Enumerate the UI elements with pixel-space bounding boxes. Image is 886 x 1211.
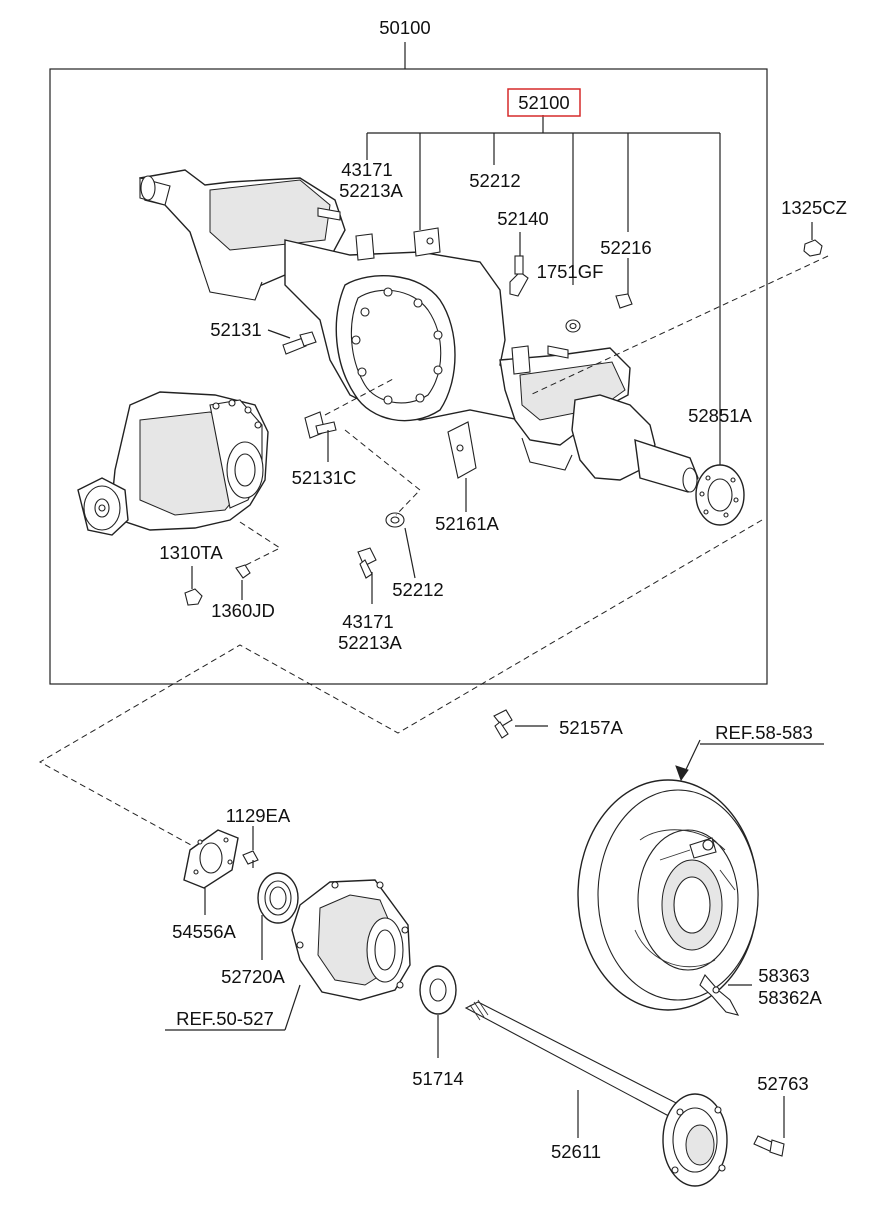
dashed-leader-1360JD <box>239 521 282 567</box>
plug-52216 <box>615 258 633 309</box>
bolt-52157A <box>493 709 548 739</box>
washer-1751GF <box>565 319 581 333</box>
bolt-52763 <box>753 1096 785 1157</box>
label-1310TA: 1310TA <box>159 542 223 563</box>
nut-1310TA <box>184 566 203 606</box>
label-52157A: 52157A <box>559 717 623 738</box>
label-52140: 52140 <box>497 208 548 229</box>
breather-52140 <box>509 232 529 297</box>
dashed-leader-52131C <box>324 377 396 416</box>
bracket-52161A <box>447 421 477 512</box>
hub-housing-ref-50-527 <box>165 879 411 1031</box>
label-1360JD: 1360JD <box>211 600 275 621</box>
label-54556A: 54556A <box>172 921 236 942</box>
label-REF-50-527: REF.50-527 <box>176 1008 274 1029</box>
brake-backing-plate-ref-58-583 <box>577 739 824 1011</box>
label-52213A-top: 52213A <box>339 180 403 201</box>
bolt-1129EA <box>242 826 259 868</box>
label-52763: 52763 <box>757 1073 808 1094</box>
bearing-52720A <box>257 872 299 960</box>
label-51714: 51714 <box>412 1068 463 1089</box>
label-52213A-bottom: 52213A <box>338 632 402 653</box>
label-52131: 52131 <box>210 319 261 340</box>
label-52212-bottom: 52212 <box>392 579 443 600</box>
dashed-leader-1325CZ <box>529 255 829 396</box>
label-52212-top: 52212 <box>469 170 520 191</box>
dashed-link-lower <box>38 519 763 851</box>
label-58363: 58363 <box>758 965 809 986</box>
axle-shaft-52611 <box>464 999 728 1187</box>
label-50100: 50100 <box>379 17 430 38</box>
labels: 50100 52100 43171 52213A 52212 52140 175… <box>159 17 847 1162</box>
label-43171-top: 43171 <box>341 159 392 180</box>
spring-58363 <box>699 974 752 1016</box>
nut-1325CZ <box>803 222 823 257</box>
bolt-52131 <box>267 329 317 355</box>
kit-52100-leader-tree <box>366 115 721 400</box>
dashed-leader-52212 <box>344 429 421 516</box>
label-52720A: 52720A <box>221 966 285 987</box>
label-52100: 52100 <box>518 92 569 113</box>
kit-52100-highlight <box>507 88 581 117</box>
label-52131C: 52131C <box>292 467 357 488</box>
washer-1360JD <box>235 564 251 600</box>
label-REF-58-583: REF.58-583 <box>715 722 813 743</box>
label-1751GF: 1751GF <box>537 261 604 282</box>
label-1129EA: 1129EA <box>226 805 291 826</box>
bolt-52131C <box>304 411 337 462</box>
gasket-54556A <box>183 829 239 915</box>
washer-52212-bottom <box>385 512 416 579</box>
axle-housing <box>139 169 699 493</box>
label-52161A: 52161A <box>435 513 499 534</box>
label-43171-bottom: 43171 <box>342 611 393 632</box>
bolt-43171-bottom <box>357 547 377 604</box>
differential-carrier <box>77 391 269 536</box>
gasket-52851A <box>695 400 745 526</box>
label-1325CZ: 1325CZ <box>781 197 847 218</box>
label-52851A: 52851A <box>688 405 752 426</box>
label-52216: 52216 <box>600 237 651 258</box>
label-58362A: 58362A <box>758 987 822 1008</box>
label-52611: 52611 <box>551 1141 601 1162</box>
seal-51714 <box>419 965 457 1058</box>
assembly-frame <box>49 42 768 685</box>
